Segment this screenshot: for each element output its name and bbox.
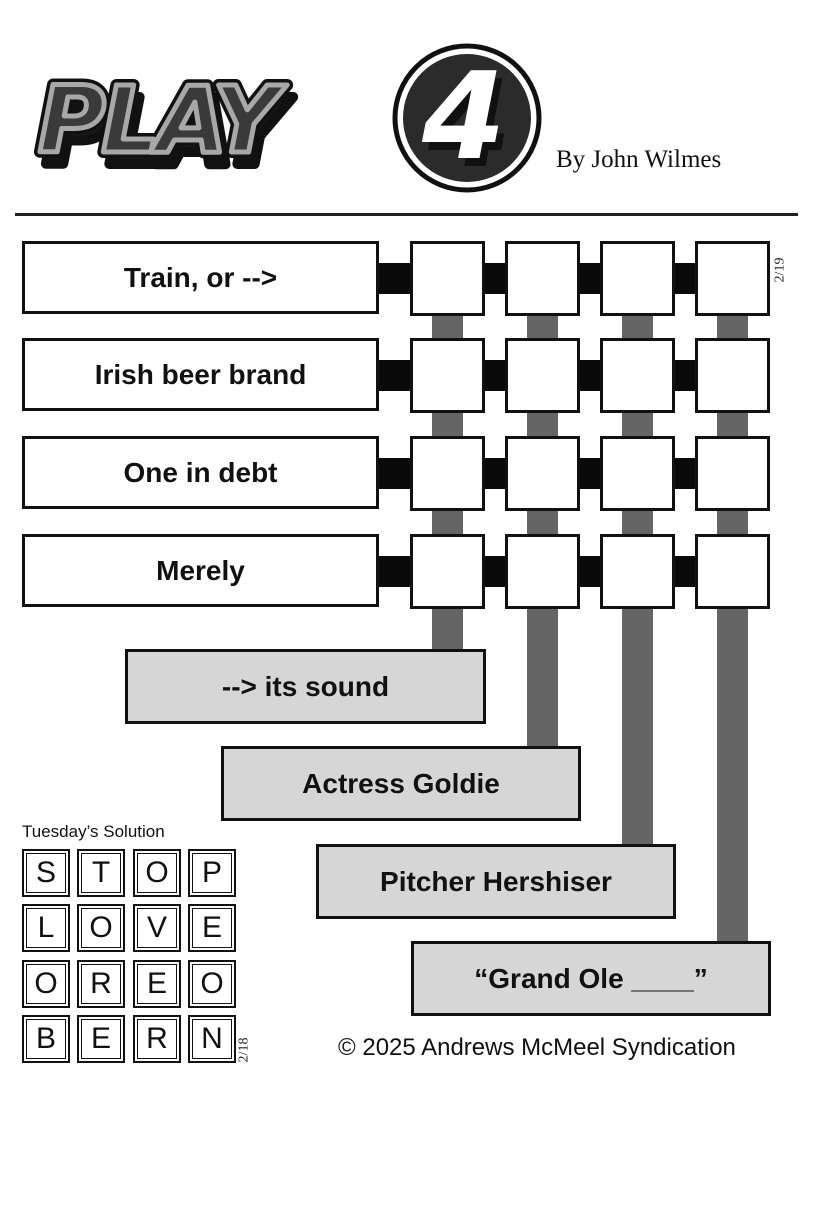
logo-outline: PLAY	[38, 67, 288, 174]
puzzle-date: 2/19	[772, 257, 788, 283]
logo-shadow: PLAY	[44, 79, 294, 186]
grid-cell-r2c3[interactable]	[600, 338, 675, 413]
solution-cell: O	[133, 849, 181, 897]
grid-cell-r2c4[interactable]	[695, 338, 770, 413]
grid-cell-r1c3[interactable]	[600, 241, 675, 316]
logo-text: PLAY	[38, 67, 288, 174]
solution-cell: P	[188, 849, 236, 897]
solution-cell: O	[77, 904, 125, 952]
play4-logo: PLAY PLAY PLAY 4 4	[30, 40, 550, 200]
solution-cell: E	[133, 960, 181, 1008]
grid-cell-r3c4[interactable]	[695, 436, 770, 511]
grid-cell-r4c2[interactable]	[505, 534, 580, 609]
logo-number: 4	[421, 48, 506, 187]
grid-cell-r1c4[interactable]	[695, 241, 770, 316]
grid-cell-r1c2[interactable]	[505, 241, 580, 316]
solution-cell: L	[22, 904, 70, 952]
grid-cell-r3c3[interactable]	[600, 436, 675, 511]
byline: By John Wilmes	[556, 146, 722, 173]
solution-title: Tuesday’s Solution	[22, 822, 165, 841]
grid-cell-r2c2[interactable]	[505, 338, 580, 413]
solution-cell: R	[77, 960, 125, 1008]
grid-cell-r2c1[interactable]	[410, 338, 485, 413]
grid-cell-r1c1[interactable]	[410, 241, 485, 316]
grid-cell-r4c3[interactable]	[600, 534, 675, 609]
across-clue-2: Irish beer brand	[22, 338, 379, 411]
solution-cell: T	[77, 849, 125, 897]
across-clue-1: Train, or -->	[22, 241, 379, 314]
solution-cell: E	[77, 1015, 125, 1063]
solution-cell: O	[22, 960, 70, 1008]
down-clue-4: “Grand Ole ____”	[411, 941, 771, 1016]
down-clue-3: Pitcher Hershiser	[316, 844, 676, 919]
logo-graphic: PLAY PLAY PLAY 4 4	[32, 43, 542, 195]
across-clue-3: One in debt	[22, 436, 379, 509]
header-divider	[15, 213, 798, 216]
across-clue-4: Merely	[22, 534, 379, 607]
solution-cell: S	[22, 849, 70, 897]
grid-cell-r4c4[interactable]	[695, 534, 770, 609]
solution-cell: E	[188, 904, 236, 952]
down-clue-1: --> its sound	[125, 649, 486, 724]
solution-cell: R	[133, 1015, 181, 1063]
solution-cell: V	[133, 904, 181, 952]
solution-cell: O	[188, 960, 236, 1008]
grid-cell-r4c1[interactable]	[410, 534, 485, 609]
logo-number-shadow: 4	[427, 56, 512, 195]
down-clue-2: Actress Goldie	[221, 746, 581, 821]
solution-cell: B	[22, 1015, 70, 1063]
grid-cell-r3c2[interactable]	[505, 436, 580, 511]
solution-date: 2/18	[236, 1037, 252, 1063]
grid-cell-r3c1[interactable]	[410, 436, 485, 511]
copyright: © 2025 Andrews McMeel Syndication	[338, 1034, 736, 1061]
solution-cell: N	[188, 1015, 236, 1063]
